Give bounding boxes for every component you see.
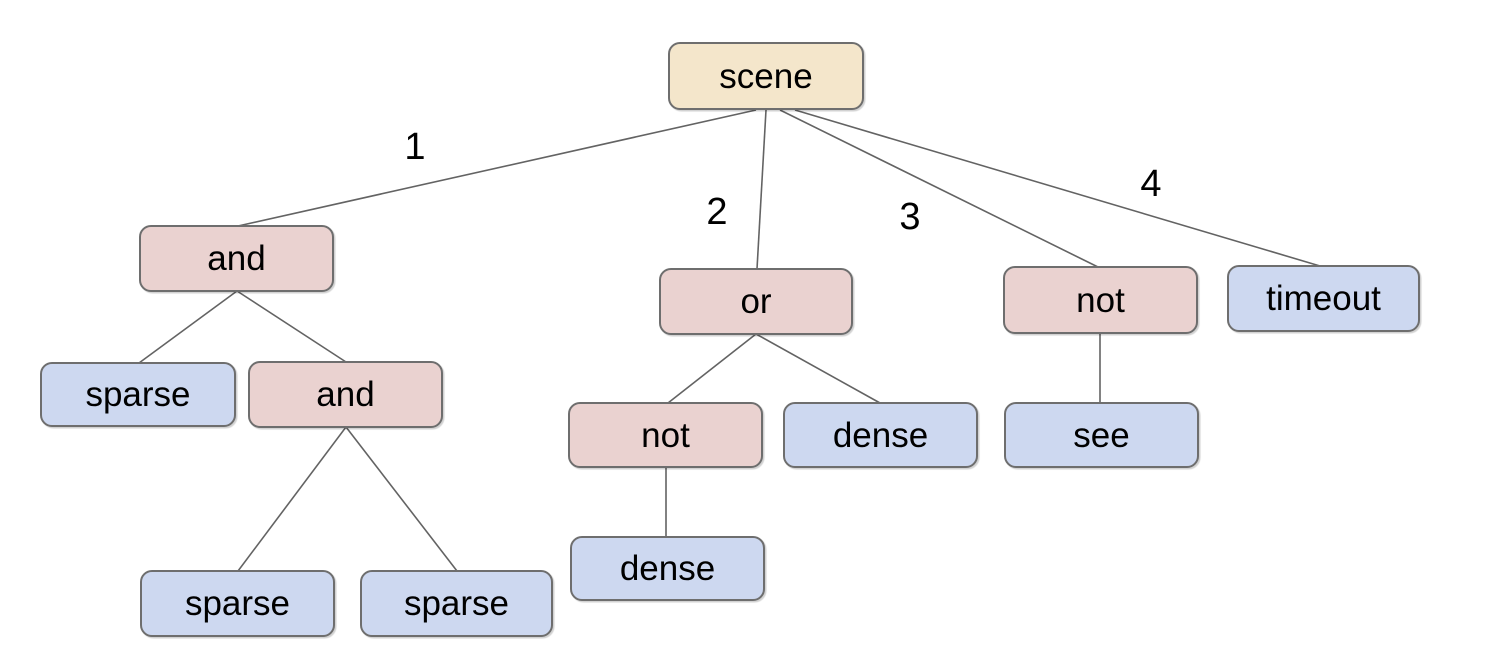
edge-label-1: 1	[404, 126, 426, 168]
edge-scene-and-1	[237, 109, 757, 227]
node-dense-2: dense	[570, 536, 765, 601]
edge-and-1-and-2	[236, 290, 347, 363]
node-not-2: not	[568, 402, 763, 468]
node-sparse-3: sparse	[360, 570, 553, 637]
edge-label-2: 2	[706, 191, 728, 233]
node-see-1: see	[1004, 402, 1199, 468]
edge-scene-not-1	[779, 109, 1101, 269]
node-and-1: and	[139, 225, 334, 292]
node-dense-1: dense	[783, 402, 978, 468]
edge-label-3: 3	[899, 196, 921, 238]
edge-and-1-sparse-1	[138, 290, 238, 364]
node-sparse-2: sparse	[140, 570, 335, 637]
node-sparse-1: sparse	[40, 362, 236, 427]
edge-scene-or-1	[756, 109, 767, 270]
node-and-2: and	[248, 361, 443, 428]
edge-and-2-sparse-2	[237, 426, 347, 572]
node-or-1: or	[659, 268, 853, 335]
edge-label-4: 4	[1140, 163, 1162, 205]
edge-scene-timeout-1	[794, 109, 1321, 267]
edge-or-1-not-2	[667, 333, 757, 404]
node-not-1: not	[1003, 266, 1198, 334]
node-scene: scene	[668, 42, 864, 110]
edge-or-1-dense-1	[755, 333, 881, 404]
node-timeout-1: timeout	[1227, 265, 1420, 332]
edge-and-2-sparse-3	[345, 426, 458, 572]
